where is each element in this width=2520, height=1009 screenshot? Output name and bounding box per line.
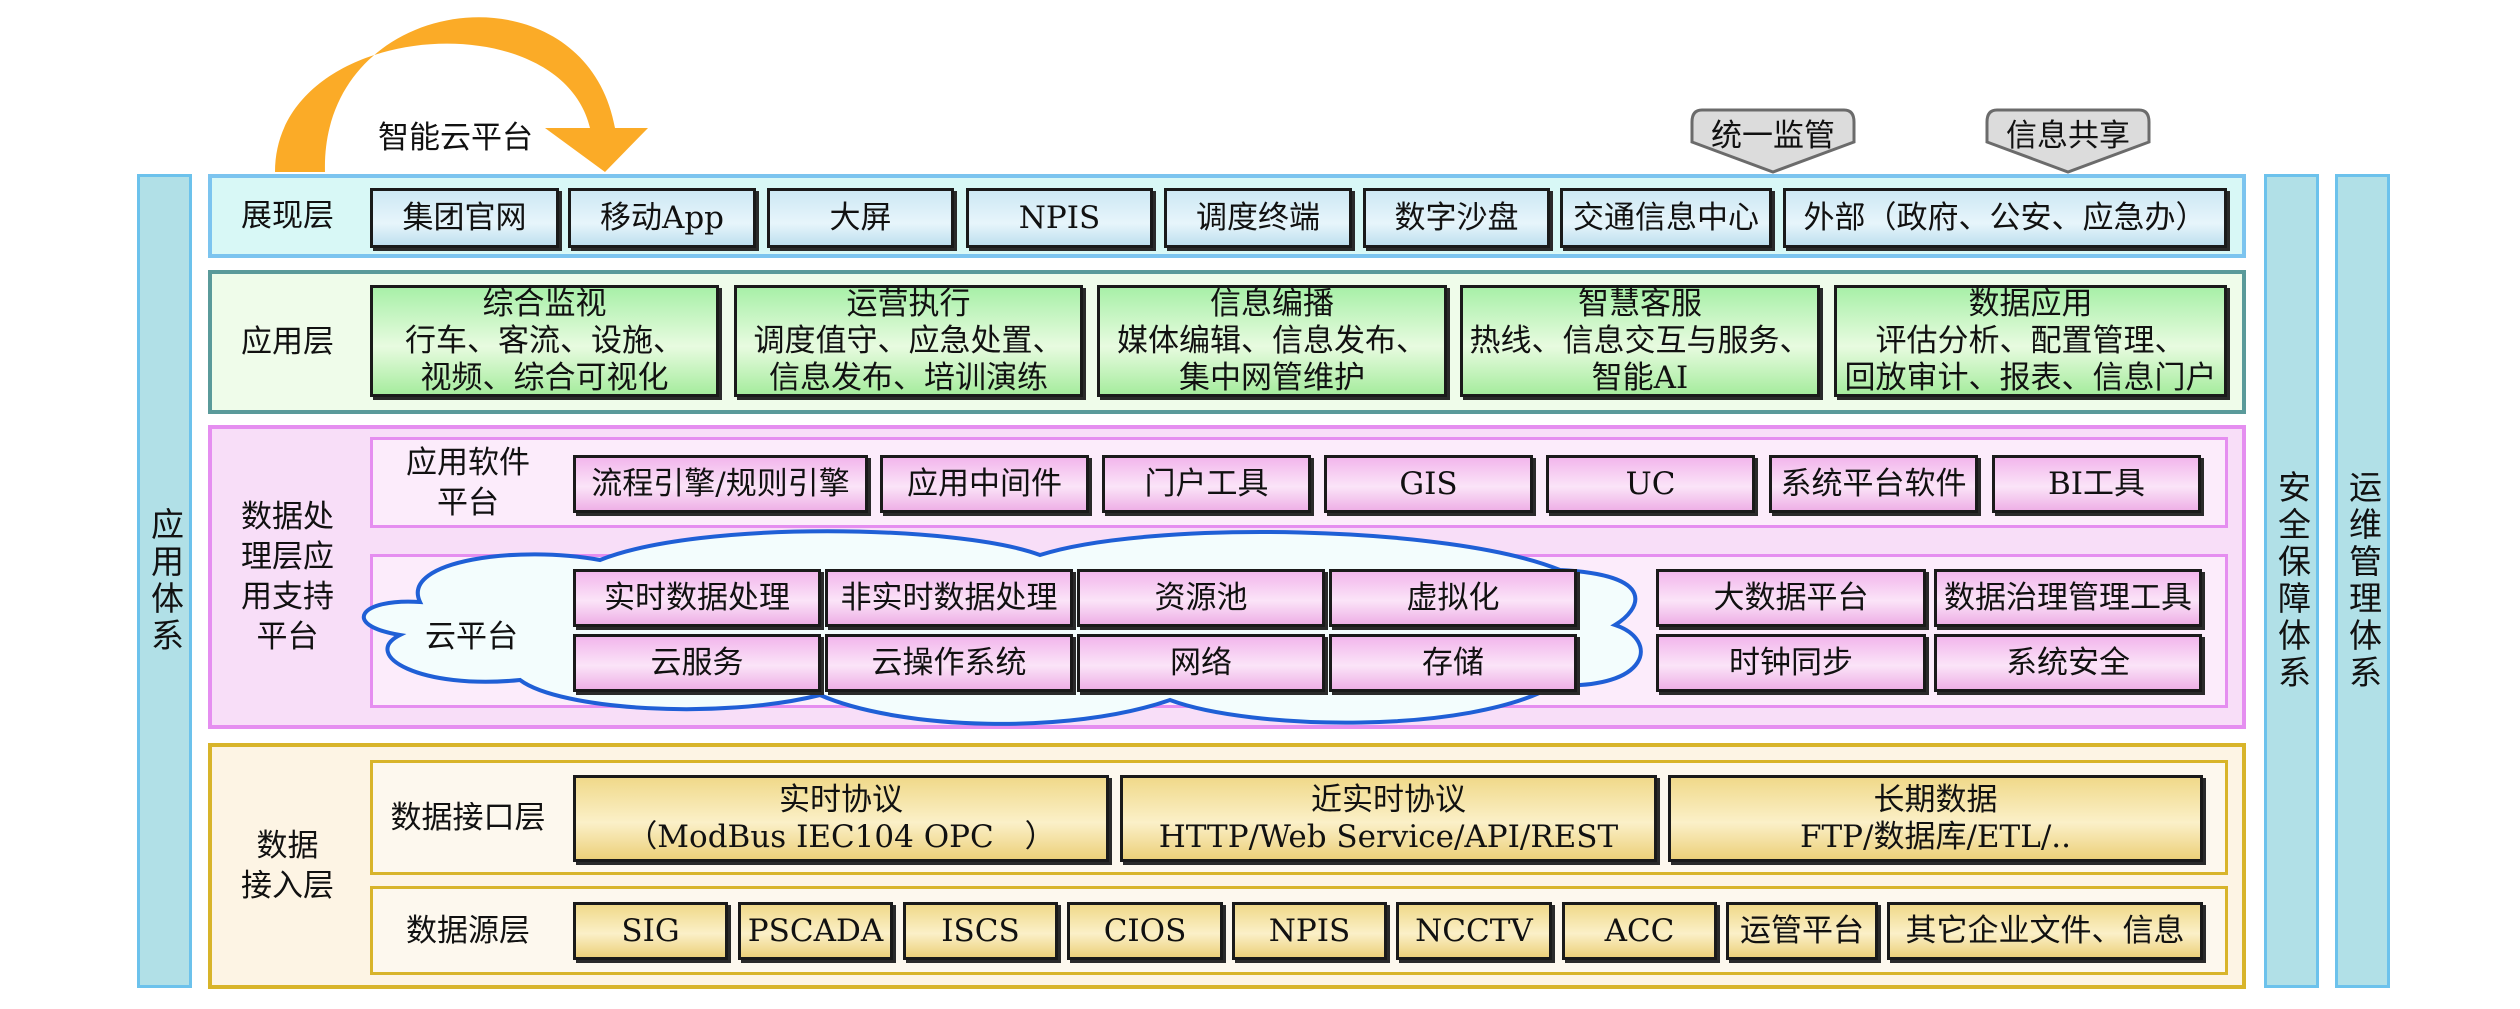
presentation-item: 集团官网: [370, 188, 559, 248]
processing-layer-label: 数据处 理层应 用支持 平台: [241, 499, 334, 655]
source-item: 其它企业文件、信息: [1887, 902, 2203, 960]
source-item: ACC: [1562, 902, 1717, 960]
source-item: CIOS: [1067, 902, 1223, 960]
platform-item: 时钟同步: [1656, 634, 1926, 692]
source-item: NPIS: [1232, 902, 1387, 960]
interface-item-title: 近实时协议: [1311, 781, 1466, 818]
platform-item: 数据治理管理工具: [1934, 569, 2202, 627]
interface-item-detail: FTP/数据库/ETL/..: [1800, 818, 2071, 855]
software-item: 流程引擎/规则引擎: [573, 455, 868, 513]
cloud-item: 实时数据处理: [573, 569, 821, 627]
application-item-line: 行车、客流、设施、: [405, 322, 684, 359]
application-item-broadcast: 信息编播 媒体编辑、信息发布、 集中网管维护: [1097, 285, 1447, 397]
source-item: 运管平台: [1726, 902, 1878, 960]
application-item-line: 回放审计、报表、信息门户: [1844, 359, 2217, 396]
application-item-line: 视频、综合可视化: [420, 359, 669, 396]
presentation-item: 大屏: [767, 188, 954, 248]
application-item-data-apps: 数据应用 评估分析、配置管理、 回放审计、报表、信息门户: [1834, 285, 2227, 397]
platform-item: 系统安全: [1934, 634, 2202, 692]
software-item: 门户工具: [1102, 455, 1311, 513]
operations-system-bar: 运维管理体系: [2335, 174, 2390, 988]
callout-label: 信息共享: [2006, 118, 2130, 154]
application-layer-label: 应用层: [241, 324, 334, 360]
application-item-line: 评估分析、配置管理、: [1875, 322, 2186, 359]
interface-item-longterm: 长期数据 FTP/数据库/ETL/..: [1668, 775, 2203, 862]
software-item: BI工具: [1992, 455, 2201, 513]
interface-item-near-realtime: 近实时协议 HTTP/Web Service/API/REST: [1120, 775, 1657, 862]
application-item-line: 调度值守、应急处置、: [753, 322, 1064, 359]
cloud-item: 存储: [1329, 634, 1577, 692]
application-item-line: 信息发布、培训演练: [769, 359, 1048, 396]
application-item-line: 热线、信息交互与服务、: [1469, 322, 1811, 359]
callout-shape: [1985, 108, 2151, 174]
application-item-title: 信息编播: [1210, 285, 1334, 322]
platform-item: 大数据平台: [1656, 569, 1926, 627]
application-item-operations: 运营执行 调度值守、应急处置、 信息发布、培训演练: [734, 285, 1083, 397]
software-item: UC: [1546, 455, 1755, 513]
application-item-line: 媒体编辑、信息发布、: [1117, 322, 1427, 359]
application-system-bar: 应用体系: [137, 174, 192, 988]
presentation-item: 外部（政府、公安、应急办）: [1783, 188, 2227, 248]
source-item: ISCS: [903, 902, 1058, 960]
presentation-item: NPIS: [966, 188, 1153, 248]
interface-item-detail: （ModBus IEC104 OPC ）: [626, 818, 1056, 855]
application-item-title: 数据应用: [1968, 285, 2093, 322]
presentation-item: 调度终端: [1164, 188, 1352, 248]
security-system-bar: 安全保障体系: [2264, 174, 2319, 988]
presentation-layer-label: 展现层: [241, 198, 334, 234]
application-item-line: 集中网管维护: [1179, 359, 1365, 396]
application-item-line: 智能AI: [1591, 359, 1689, 396]
cloud-item: 网络: [1077, 634, 1325, 692]
application-item-customer-service: 智慧客服 热线、信息交互与服务、 智能AI: [1460, 285, 1820, 397]
presentation-item: 数字沙盘: [1363, 188, 1550, 248]
cloud-item: 云操作系统: [825, 634, 1073, 692]
application-item-monitoring: 综合监视 行车、客流、设施、 视频、综合可视化: [370, 285, 719, 397]
access-layer-label: 数据 接入层: [241, 828, 334, 904]
callout-info-sharing: 信息共享: [1983, 108, 2153, 174]
callout-label: 统一监管: [1711, 118, 1835, 154]
source-item: SIG: [573, 902, 728, 960]
software-platform-label: 应用软件 平台: [406, 444, 530, 521]
cloud-item: 虚拟化: [1329, 569, 1577, 627]
operations-system-label: 运维管理体系: [2343, 470, 2383, 692]
cycle-arrow-icon: [275, 17, 648, 172]
software-item: GIS: [1324, 455, 1533, 513]
interface-item-title: 长期数据: [1873, 781, 1998, 818]
application-item-title: 运营执行: [846, 285, 971, 322]
interface-item-detail: HTTP/Web Service/API/REST: [1158, 818, 1619, 855]
presentation-item: 交通信息中心: [1560, 188, 1772, 248]
source-layer-label: 数据源层: [406, 912, 530, 949]
software-item: 系统平台软件: [1769, 455, 1978, 513]
callout-shape: [1690, 108, 1856, 174]
application-system-label: 应用体系: [145, 507, 185, 655]
interface-layer-label: 数据接口层: [390, 799, 546, 836]
security-system-label: 安全保障体系: [2272, 470, 2312, 692]
source-item: NCCTV: [1396, 902, 1552, 960]
application-item-title: 智慧客服: [1578, 285, 1702, 322]
callout-unified-supervision: 统一监管: [1688, 108, 1858, 174]
interface-item-realtime: 实时协议 （ModBus IEC104 OPC ）: [573, 775, 1109, 862]
smart-cloud-platform-label: 智能云平台: [378, 120, 533, 156]
source-item: PSCADA: [738, 902, 893, 960]
presentation-item: 移动App: [568, 188, 756, 248]
interface-item-title: 实时协议: [779, 781, 903, 818]
cloud-platform-label: 云平台: [425, 619, 518, 655]
cloud-item: 资源池: [1077, 569, 1325, 627]
cloud-item: 云服务: [573, 634, 821, 692]
cloud-item: 非实时数据处理: [825, 569, 1073, 627]
software-item: 应用中间件: [880, 455, 1089, 513]
application-item-title: 综合监视: [482, 285, 607, 322]
